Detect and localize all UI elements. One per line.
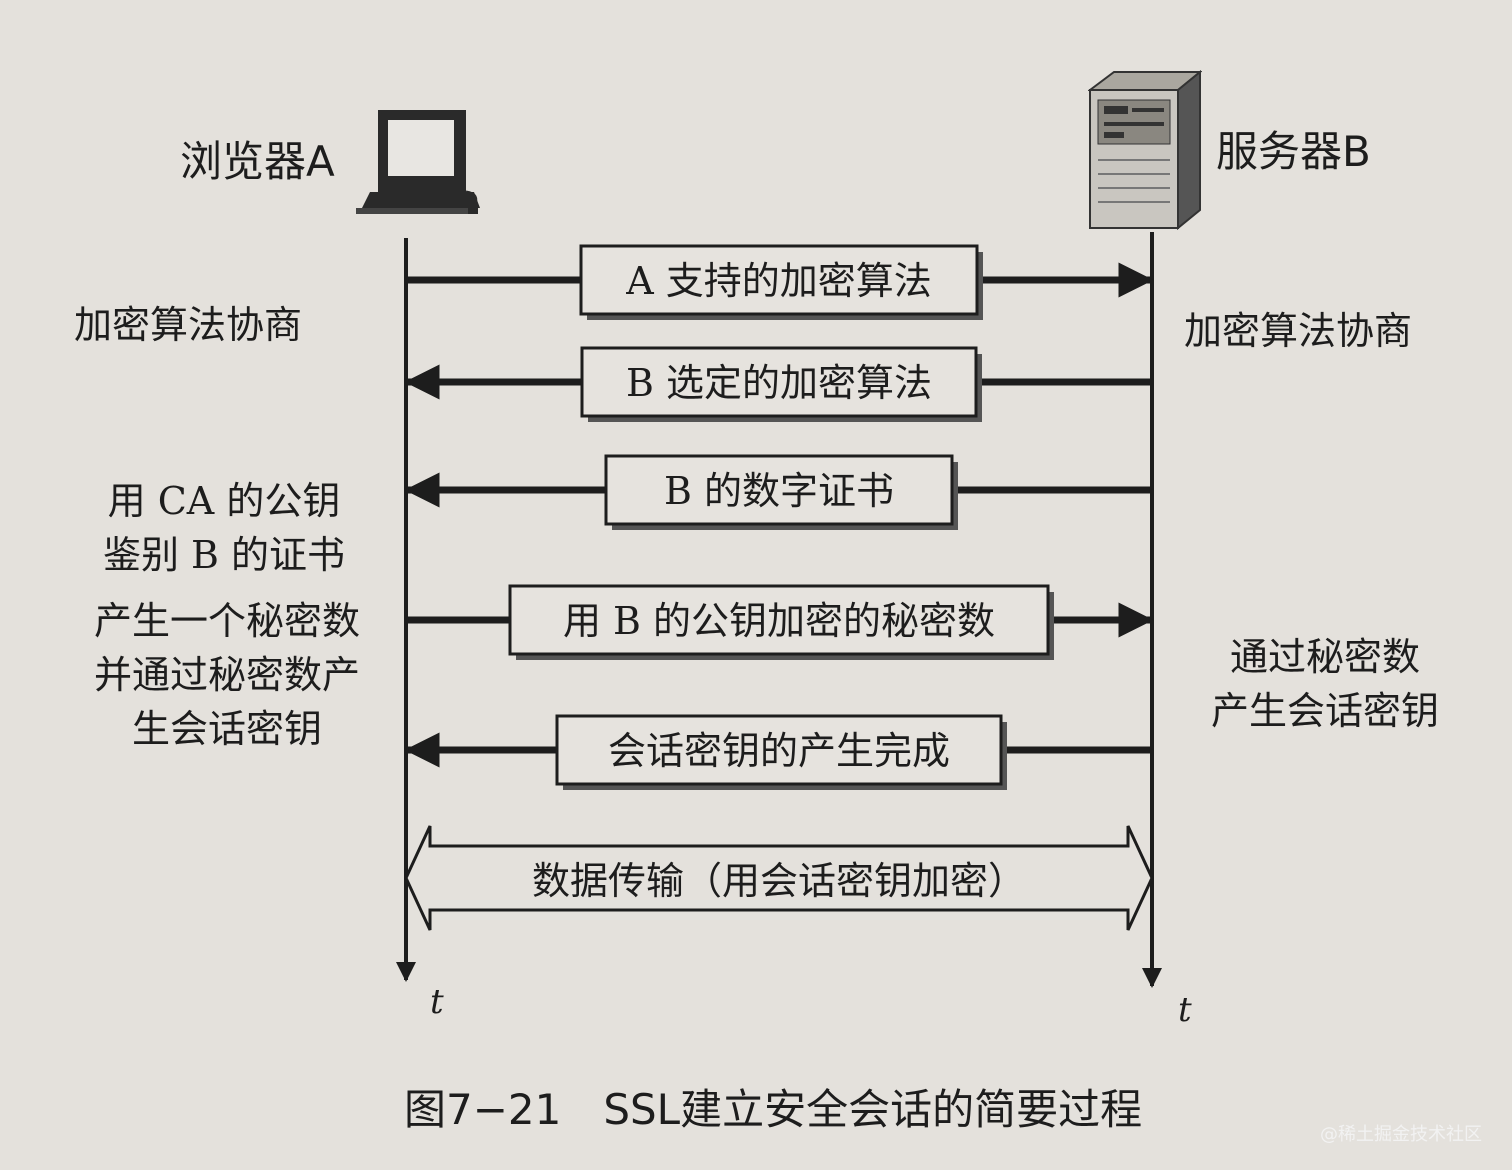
message-box (580, 346, 978, 418)
browser-time-label: t (430, 982, 444, 1022)
message-box (579, 244, 979, 316)
figure-caption: 图7−21 SSL建立安全会话的简要过程 (404, 1085, 1143, 1134)
watermark: @稀土掘金技术社区 (1320, 1124, 1482, 1145)
message-label: B 的数字证书 (664, 469, 894, 513)
computer-icon (356, 110, 480, 214)
left-note-verify-line2: 鉴别 B 的证书 (102, 533, 346, 577)
message-box (604, 454, 954, 526)
message-box (508, 584, 1050, 656)
server-label: 服务器B (1216, 127, 1371, 176)
browser-label: 浏览器A (180, 137, 335, 186)
server-time-label: t (1178, 990, 1192, 1030)
server-icon (1088, 70, 1202, 230)
data-transfer-label: 数据传输（用会话密钥加密） (532, 859, 1026, 903)
right-note-negotiate: 加密算法协商 (1184, 309, 1413, 353)
left-note-negotiate: 加密算法协商 (74, 303, 303, 347)
left-note-secret: 产生一个秘密数 并通过秘密数产 生会话密钥 (62, 594, 392, 756)
left-note-secret-line2: 并通过秘密数产 (93, 653, 360, 697)
left-note-verify-line1: 用 CA 的公钥 (107, 479, 341, 523)
data-transfer-arrow (404, 825, 1154, 931)
left-note-verify: 用 CA 的公钥 鉴别 B 的证书 (74, 474, 374, 582)
message-label: B 选定的加密算法 (626, 361, 932, 405)
left-note-secret-line1: 产生一个秘密数 (93, 599, 360, 643)
right-note-session: 通过秘密数 产生会话密钥 (1180, 630, 1470, 738)
left-note-secret-line3: 生会话密钥 (131, 707, 322, 751)
message-label: 会话密钥的产生完成 (608, 729, 950, 773)
message-box (555, 714, 1003, 786)
message-label: A 支持的加密算法 (625, 259, 932, 303)
right-note-session-line2: 产生会话密钥 (1210, 689, 1439, 733)
right-note-session-line1: 通过秘密数 (1229, 635, 1420, 679)
message-label: 用 B 的公钥加密的秘密数 (563, 599, 995, 643)
